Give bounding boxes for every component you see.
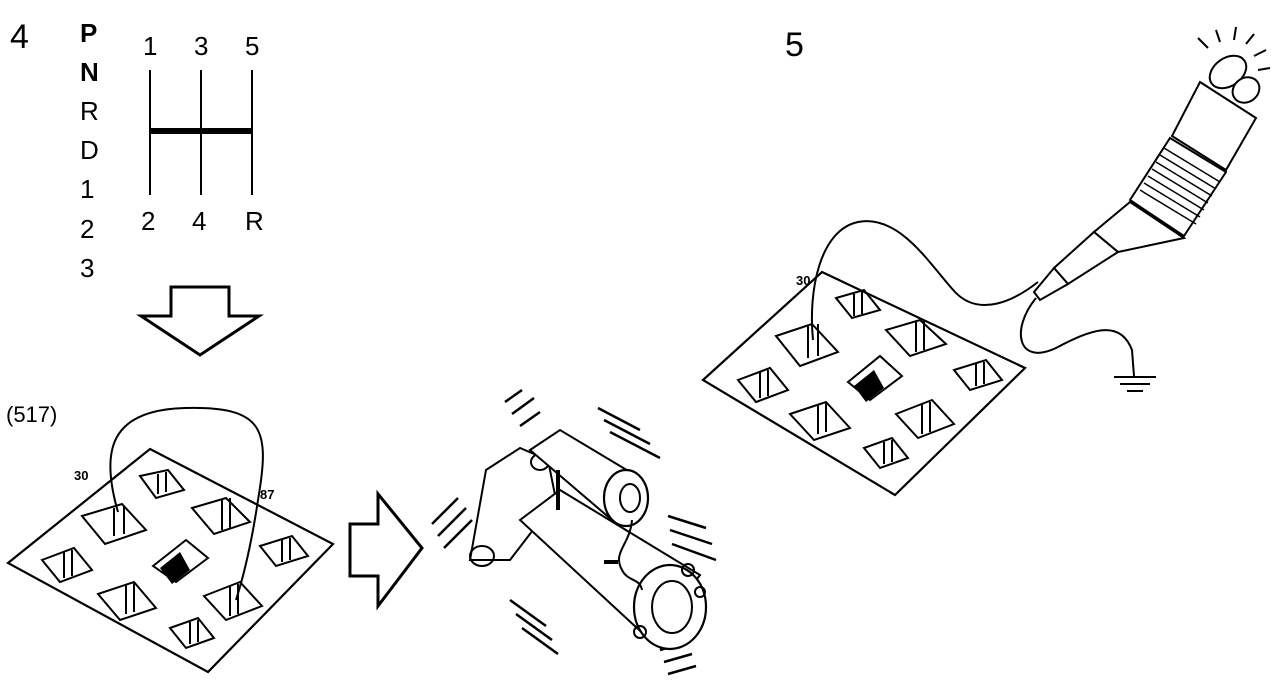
terminal-label: 87: [260, 487, 275, 502]
selector-position: 2: [80, 214, 95, 244]
relay-reference: (517): [6, 402, 58, 427]
shift-gate-pattern: [149, 70, 253, 195]
shift-gate-label: 4: [192, 206, 207, 236]
shift-gate-label: 1: [143, 31, 158, 61]
selector-position: N: [80, 57, 99, 87]
selector-position: P: [80, 18, 98, 48]
ground-symbol-icon: [1114, 376, 1156, 392]
step-4-number: 4: [10, 18, 29, 56]
selector-position: R: [80, 96, 99, 126]
shift-gate-label: 5: [245, 31, 260, 61]
shift-gate-label: 3: [194, 31, 209, 61]
selector-position: D: [80, 135, 99, 165]
starter-motor-icon: [431, 388, 717, 676]
shift-gate-label: R: [245, 206, 264, 236]
terminal-label: 30: [796, 273, 811, 288]
relay-socket-icon: [6, 406, 335, 674]
hollow-arrow-right-icon: [348, 489, 424, 611]
selector-position: 1: [80, 174, 95, 204]
step-5-number: 5: [785, 26, 804, 64]
hollow-arrow-down-icon: [136, 285, 264, 357]
selector-position: 3: [80, 253, 95, 283]
test-lamp-icon: [1019, 26, 1271, 377]
relay-socket-icon: [701, 270, 1027, 497]
terminal-label: 30: [74, 468, 89, 483]
shift-gate-label: 2: [141, 206, 156, 236]
